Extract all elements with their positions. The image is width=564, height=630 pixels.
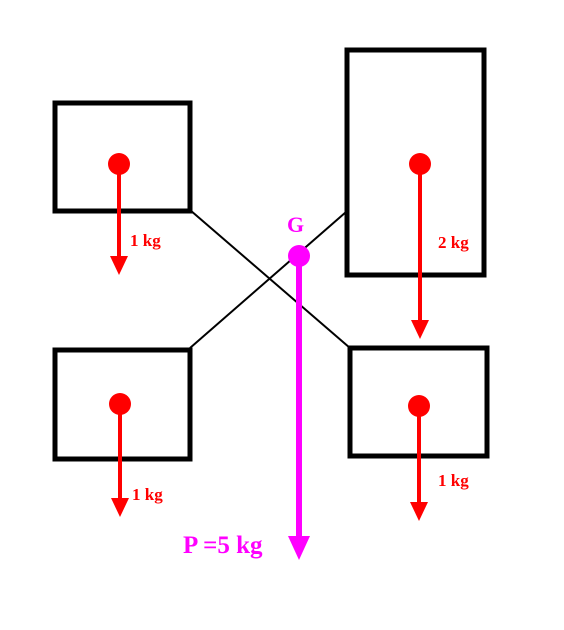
mass-point-top-right (409, 153, 431, 175)
mass-point-bottom-right (408, 395, 430, 417)
resultant-label: P =5 kg (183, 532, 263, 559)
center-of-gravity-label: G (287, 212, 304, 237)
mass-label-bottom-left: 1 kg (132, 485, 163, 504)
center-of-gravity-point (288, 245, 310, 267)
weight-vector-top-left (108, 153, 130, 275)
weight-vector-bottom-left (109, 393, 131, 517)
mass-point-top-left (108, 153, 130, 175)
mass-point-bottom-left (109, 393, 131, 415)
weight-vector-top-right (409, 153, 431, 339)
connector-rod-bl-tr (189, 211, 347, 349)
weight-vector-bottom-right (408, 395, 430, 521)
mass-label-top-right: 2 kg (438, 233, 469, 252)
resultant-vector (288, 245, 310, 560)
mass-label-bottom-right: 1 kg (438, 471, 469, 490)
mass-label-top-left: 1 kg (130, 231, 161, 250)
